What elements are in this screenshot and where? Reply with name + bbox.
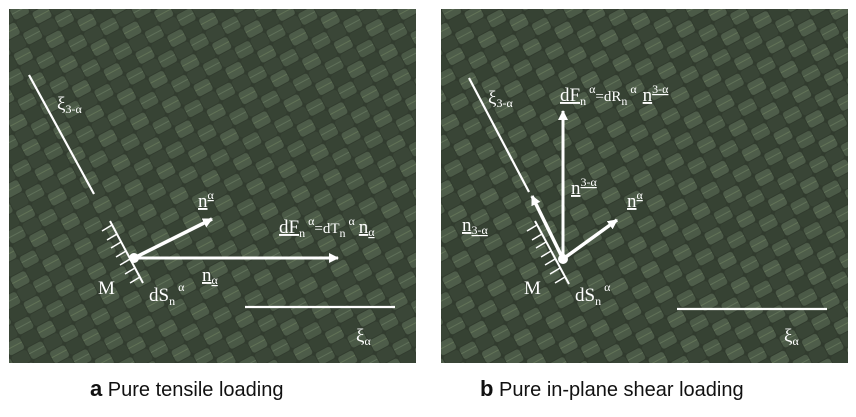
caption-a-text: Pure tensile loading [102, 379, 284, 401]
n-alpha-sub-label: nα [202, 265, 219, 287]
surface-hatching [526, 224, 566, 284]
surface-hatching [101, 224, 141, 284]
surface-line [109, 220, 144, 284]
point-m-label: M [524, 278, 541, 299]
xi-3-alpha-axis [468, 77, 530, 193]
n-alpha-sup-label: nα [627, 188, 644, 212]
caption-b-text: Pure in-plane shear loading [493, 379, 744, 401]
caption-b-letter: b [480, 376, 494, 401]
xi-3-alpha-label: ξ3-α [57, 94, 82, 116]
n-alpha-vector [561, 218, 619, 261]
ds-label: dSnα [149, 280, 185, 308]
xi-3-alpha-axis [28, 74, 95, 195]
caption-a: a Pure tensile loading [90, 376, 283, 402]
point-m-label: M [98, 278, 115, 299]
xi-alpha-label: ξα [356, 326, 371, 348]
caption-b: b Pure in-plane shear loading [480, 376, 744, 402]
xi-alpha-label: ξα [784, 326, 799, 348]
n-3-alpha-sup-label: n3-α [571, 175, 597, 199]
n-alpha-sup-label: nα [198, 188, 215, 212]
fabric-background [441, 9, 848, 363]
xi-3-alpha-label: ξ3-α [488, 88, 513, 110]
fabric-background [9, 9, 416, 363]
point-m-marker [558, 254, 568, 264]
caption-a-letter: a [90, 376, 103, 401]
point-m-marker [129, 253, 139, 263]
n-3-alpha-sub-label: n3-α [462, 215, 488, 237]
ds-label: dSnα [575, 280, 611, 308]
n-alpha-vector [133, 217, 213, 260]
surface-line [534, 220, 570, 285]
n-3-alpha-sub-vector [530, 195, 565, 260]
